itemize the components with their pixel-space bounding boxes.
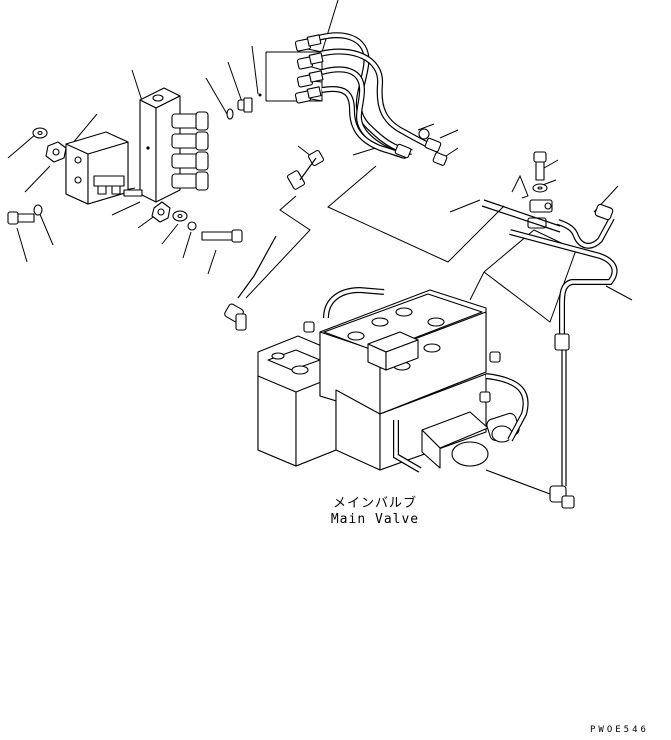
washer-icon — [32, 127, 197, 231]
main-valve-icon — [224, 286, 575, 509]
part-name-en: Main Valve — [330, 512, 420, 527]
part-name-jp: メインバルブ — [332, 496, 417, 511]
bolt-icon — [7, 151, 547, 243]
hose-icon — [317, 32, 440, 159]
fitting-icon — [226, 93, 262, 120]
clamp-icon — [481, 183, 561, 233]
tube-icon — [237, 149, 618, 486]
drawing-code: PWOE546 — [590, 725, 649, 735]
manifold-block-icon — [139, 87, 209, 203]
nut-icon — [45, 141, 171, 223]
fitting-icon — [294, 34, 448, 166]
bracket-icon — [65, 131, 143, 205]
